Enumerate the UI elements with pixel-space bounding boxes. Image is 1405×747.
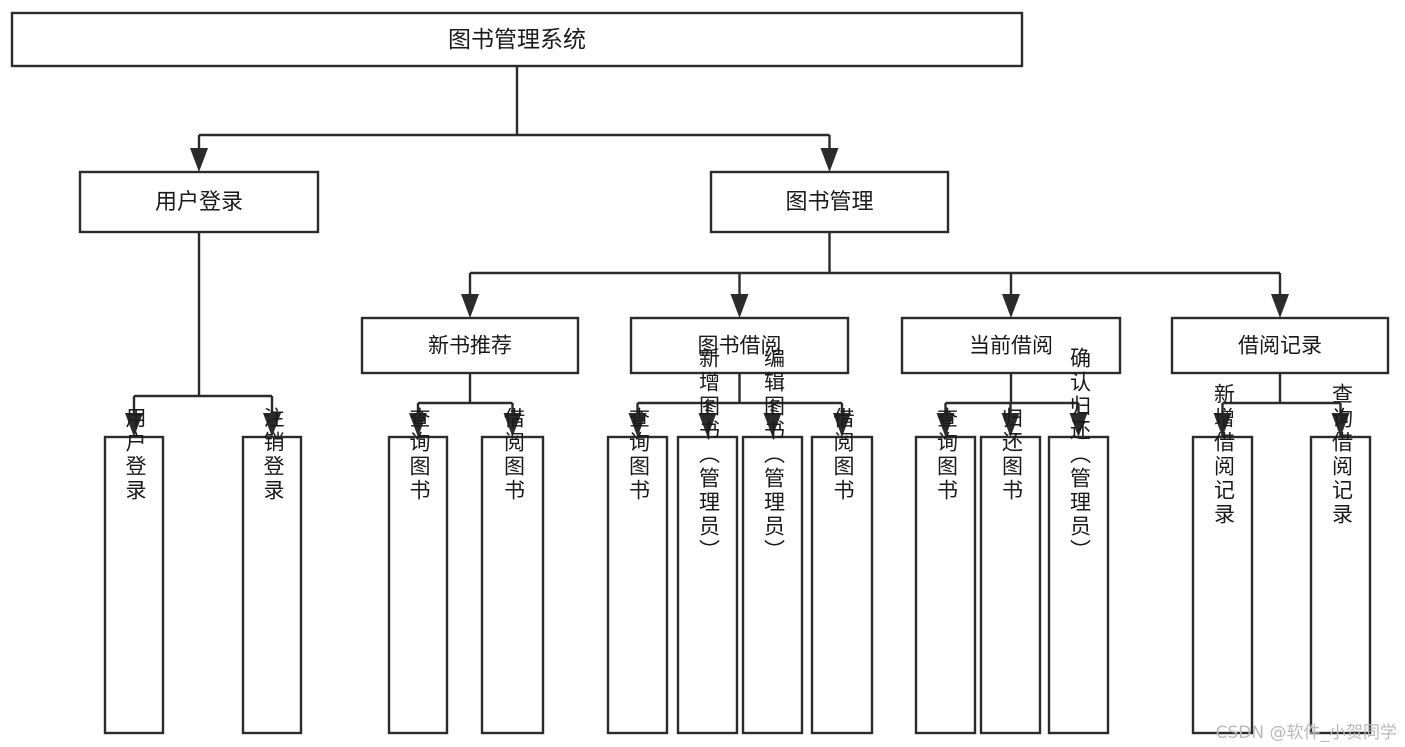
node-book-borrow-box[interactable] xyxy=(629,316,850,375)
node-leaf-edit-book[interactable]: 编辑图书（管理员） xyxy=(741,347,804,735)
arrow-head-icon xyxy=(936,413,955,437)
csdn-watermark: CSDN @软件_小贺同学 xyxy=(1215,723,1397,743)
node-leaf-query-book-cur-label: 查询图书 xyxy=(935,407,959,503)
node-book-manage-label: 图书管理 xyxy=(785,190,873,215)
arrow-head-icon xyxy=(730,294,749,318)
arrow-head-icon xyxy=(263,413,281,437)
node-book-manage[interactable]: 图书管理 xyxy=(709,170,950,234)
node-leaf-query-record[interactable]: 查询借阅记录 xyxy=(1309,383,1372,735)
arrow-head-icon xyxy=(1002,294,1020,318)
arrow-head-icon xyxy=(1213,413,1232,437)
arrow-head-icon xyxy=(1331,413,1350,437)
arrow-head-icon xyxy=(763,413,782,437)
arrow-head-icon xyxy=(190,148,208,172)
node-leaf-borrow-book-brw-label: 借阅图书 xyxy=(831,407,855,503)
node-root-label: 图书管理系统 xyxy=(448,27,586,53)
arrow-head-icon xyxy=(1271,294,1289,318)
node-user-login-box[interactable] xyxy=(78,170,320,234)
node-leaf-add-record-label: 新增借阅记录 xyxy=(1212,383,1236,527)
node-leaf-query-book-rec[interactable]: 查询图书 xyxy=(387,407,449,735)
node-book-borrow[interactable]: 图书借阅 xyxy=(629,316,850,375)
node-user-login[interactable]: 用户登录 xyxy=(78,170,320,234)
node-leaf-query-book-brw-label: 查询图书 xyxy=(627,407,651,503)
node-leaf-user-login[interactable]: 用户登录 xyxy=(103,407,165,735)
node-root[interactable]: 图书管理系统 xyxy=(10,11,1024,68)
node-leaf-query-book-rec-box[interactable] xyxy=(387,435,449,735)
node-leaf-query-book-brw[interactable]: 查询图书 xyxy=(606,407,669,735)
node-borrow-record[interactable]: 借阅记录 xyxy=(1170,316,1390,375)
node-book-borrow-label: 图书借阅 xyxy=(698,334,782,358)
node-leaf-borrow-book-brw-box[interactable] xyxy=(810,435,874,735)
node-borrow-record-box[interactable] xyxy=(1170,316,1390,375)
arrow-head-icon xyxy=(698,413,717,437)
node-leaf-add-book-box[interactable] xyxy=(676,435,739,735)
arrow-head-icon xyxy=(833,413,851,437)
arrow-head-icon xyxy=(409,413,427,437)
node-leaf-borrow-book-rec[interactable]: 借阅图书 xyxy=(480,407,545,735)
arrow-head-icon xyxy=(503,413,522,437)
node-current-borrow-label: 当前借阅 xyxy=(969,334,1053,358)
node-leaf-return-book-label: 归还图书 xyxy=(1000,407,1024,503)
node-current-borrow[interactable]: 当前借阅 xyxy=(900,316,1122,375)
node-leaf-return-book-box[interactable] xyxy=(979,435,1042,735)
node-borrow-record-label: 借阅记录 xyxy=(1238,334,1322,358)
node-leaf-add-record[interactable]: 新增借阅记录 xyxy=(1191,383,1254,735)
node-leaf-user-login-label: 用户登录 xyxy=(123,407,147,503)
node-root-box[interactable] xyxy=(10,11,1024,68)
node-leaf-query-book-brw-box[interactable] xyxy=(606,435,669,735)
node-leaf-logout-login[interactable]: 注销登录 xyxy=(241,407,303,735)
node-leaf-borrow-book-rec-label: 借阅图书 xyxy=(502,407,526,503)
arrow-head-icon xyxy=(628,413,647,437)
node-user-login-label: 用户登录 xyxy=(155,190,243,215)
arrow-head-icon xyxy=(1001,413,1020,437)
node-leaf-query-book-cur[interactable]: 查询图书 xyxy=(914,407,977,735)
arrow-head-icon xyxy=(461,294,479,318)
node-new-book-rec-box[interactable] xyxy=(360,316,580,375)
node-leaf-query-record-box[interactable] xyxy=(1309,435,1372,735)
node-leaf-edit-book-box[interactable] xyxy=(741,435,804,735)
node-new-book-rec[interactable]: 新书推荐 xyxy=(360,316,580,375)
edges-layer xyxy=(125,66,1350,437)
node-leaf-logout-login-box[interactable] xyxy=(241,435,303,735)
node-leaf-confirm-return[interactable]: 确认归还（管理员） xyxy=(1047,347,1110,735)
node-leaf-logout-login-label: 注销登录 xyxy=(261,407,285,503)
arrow-head-icon xyxy=(125,413,143,437)
node-book-manage-box[interactable] xyxy=(709,170,950,234)
nodes-layer: 图书管理系统用户登录图书管理新书推荐图书借阅当前借阅借阅记录用户登录注销登录查询… xyxy=(10,11,1390,735)
node-leaf-return-book[interactable]: 归还图书 xyxy=(979,407,1042,735)
node-leaf-user-login-box[interactable] xyxy=(103,435,165,735)
arrow-head-icon xyxy=(820,148,839,172)
node-leaf-edit-book-label: 编辑图书（管理员） xyxy=(762,347,786,563)
node-leaf-borrow-book-rec-box[interactable] xyxy=(480,435,545,735)
node-leaf-query-record-label: 查询借阅记录 xyxy=(1330,383,1354,527)
node-leaf-confirm-return-label: 确认归还（管理员） xyxy=(1068,347,1092,563)
node-leaf-confirm-return-box[interactable] xyxy=(1047,435,1110,735)
node-new-book-rec-label: 新书推荐 xyxy=(428,334,512,358)
node-leaf-query-book-rec-label: 查询图书 xyxy=(407,407,431,503)
node-leaf-add-record-box[interactable] xyxy=(1191,435,1254,735)
arrow-head-icon xyxy=(1069,413,1088,437)
node-leaf-add-book[interactable]: 新增图书（管理员） xyxy=(676,347,739,735)
node-current-borrow-box[interactable] xyxy=(900,316,1122,375)
node-leaf-query-book-cur-box[interactable] xyxy=(914,435,977,735)
node-leaf-borrow-book-brw[interactable]: 借阅图书 xyxy=(810,407,874,735)
node-leaf-add-book-label: 新增图书（管理员） xyxy=(697,347,721,563)
